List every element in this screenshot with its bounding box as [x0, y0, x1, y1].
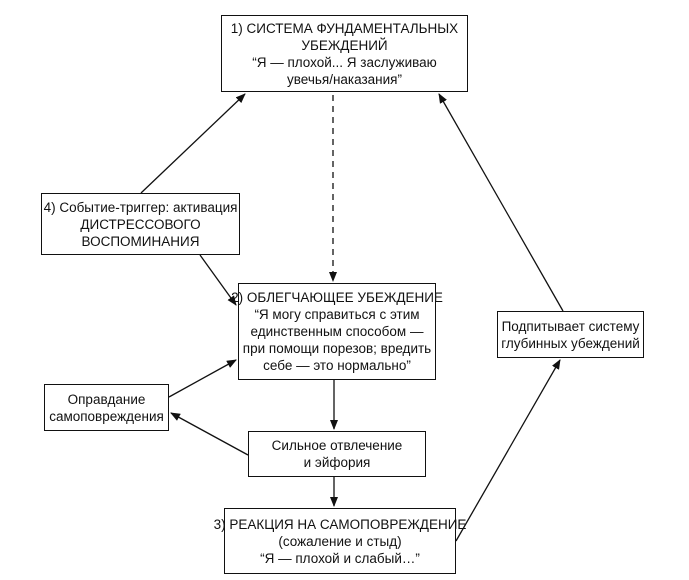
justification-line-1: Оправдание	[67, 391, 146, 407]
core-beliefs-title-cont: УБЕЖДЕНИЙ	[301, 37, 388, 53]
reaction-title: 3) РЕАКЦИЯ НА САМОПОВРЕЖДЕНИЕ	[213, 516, 467, 532]
reaction-box: 3) РЕАКЦИЯ НА САМОПОВРЕЖДЕНИЕ (сожаление…	[214, 508, 466, 574]
arrow-reaction-to-feeds	[455, 359, 561, 542]
trigger-line-3: ВОСПОМИНАНИЯ	[81, 233, 200, 249]
reaction-subtitle: (сожаление и стыд)	[278, 533, 402, 549]
distraction-line-1: Сильное отвлечение	[271, 438, 403, 453]
arrow-trigger-to-core	[140, 93, 246, 194]
trigger-title: 4) Событие-триггер: активация	[43, 199, 238, 215]
reaction-quote: “Я — плохой и слабый…”	[260, 550, 420, 566]
core-beliefs-box: 1) СИСТЕМА ФУНДАМЕНТАЛЬНЫХ УБЕЖДЕНИЙ “Я …	[221, 15, 468, 92]
feeds-system-line-2: глубинных убеждений	[501, 335, 640, 351]
facilitating-belief-title: 2) ОБЛЕГЧАЮЩЕЕ УБЕЖДЕНИЕ	[231, 290, 443, 305]
facilitating-belief-quote-2: единственным способом —	[250, 324, 424, 339]
feeds-system-line-1: Подпитывает систему	[501, 318, 640, 334]
distraction-line-2: и эйфория	[303, 455, 371, 470]
arrow-feeds-to-core	[438, 93, 564, 312]
arrow-trigger-to-facilitating	[199, 254, 237, 306]
core-beliefs-title: 1) СИСТЕМА ФУНДАМЕНТАЛЬНЫХ	[230, 20, 459, 36]
arrow-distraction-to-justification	[170, 412, 249, 456]
arrow-justification-to-facilitating	[168, 359, 237, 398]
justification-box: Оправдание самоповреждения	[44, 384, 169, 431]
trigger-box: 4) Событие-триггер: активация ДИСТРЕССОВ…	[41, 193, 240, 255]
trigger-line-2: ДИСТРЕССОВОГО	[80, 216, 201, 232]
feeds-system-box: Подпитывает систему глубинных убеждений	[497, 311, 644, 358]
facilitating-belief-box: 2) ОБЛЕГЧАЮЩЕЕ УБЕЖДЕНИЕ “Я могу справит…	[231, 283, 443, 380]
facilitating-belief-quote-1: “Я могу справиться с этим	[254, 307, 420, 322]
facilitating-belief-quote-4: себе — это нормально”	[263, 358, 411, 373]
core-beliefs-quote: “Я — плохой... Я заслуживаю	[252, 54, 437, 70]
distraction-box: Сильное отвлечение и эйфория	[248, 431, 426, 477]
justification-line-2: самоповреждения	[49, 408, 164, 424]
facilitating-belief-quote-3: при помощи порезов; вредить	[242, 341, 432, 356]
core-beliefs-quote-cont: увечья/наказания”	[287, 71, 402, 87]
